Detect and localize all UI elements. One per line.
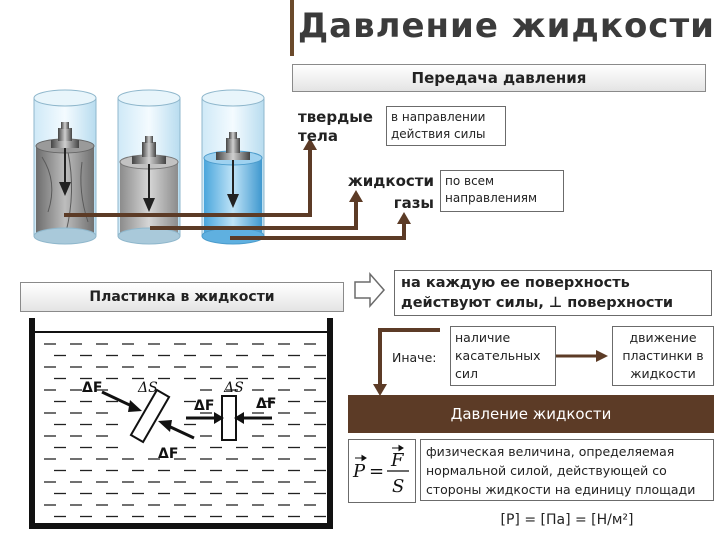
svg-text:=: = [369, 461, 384, 482]
direction-fluids: по всем направлениям [440, 170, 564, 212]
arrow-liquids [150, 200, 358, 230]
label-dS-1: ΔS [137, 380, 158, 396]
label-solids: твердые тела [298, 108, 373, 145]
label-dF-2: ΔF [194, 398, 214, 414]
arrow-solids [64, 148, 312, 217]
vertical-plate [221, 395, 237, 441]
pressure-banner: Давление жидкости [348, 395, 714, 433]
tilted-plate [129, 388, 171, 444]
pressure-formula: P = F S [352, 444, 409, 497]
forces-statement: на каждую ее поверхность действуют силы,… [394, 270, 712, 316]
formula-numerator: F [390, 450, 405, 471]
cylinder-solid [33, 89, 97, 245]
arrow-otherwise [378, 328, 440, 386]
label-dF-1: ΔF [82, 380, 102, 396]
tangential-forces-box: наличие касательных сил [450, 326, 556, 386]
pressure-definition: физическая величина, определяемая нормал… [420, 439, 714, 501]
label-dS-2: ΔS [223, 380, 244, 396]
transfer-header: Передача давления [292, 64, 706, 92]
plate-motion-box: движение пластинки в жидкости [612, 326, 714, 386]
implies-arrow-icon [354, 272, 385, 308]
cylinder-granular [117, 89, 181, 245]
label-dF-4: ΔF [158, 446, 178, 462]
vessel-diagram: ΔF ΔF ΔF ΔF ΔS ΔS [18, 312, 344, 534]
arrow-gases [230, 222, 406, 240]
label-liquids: жидкости [347, 172, 434, 190]
pressure-units: [P] = [Па] = [Н/м²] [500, 512, 634, 528]
direction-solids: в направлении действия силы [386, 106, 506, 146]
formula-lhs: P [352, 461, 366, 482]
plate-header: Пластинка в жидкости [20, 282, 344, 312]
page-title: Давление жидкости [297, 6, 715, 46]
label-gases: газы [393, 194, 434, 212]
vessel-wall [29, 318, 333, 529]
otherwise-label: Иначе: [392, 350, 437, 365]
right-arrow-icon [596, 350, 608, 362]
formula-box: P = F S [348, 439, 416, 503]
formula-denominator: S [392, 476, 404, 497]
label-dF-3: ΔF [256, 396, 276, 412]
title-accent-bar [290, 0, 294, 56]
